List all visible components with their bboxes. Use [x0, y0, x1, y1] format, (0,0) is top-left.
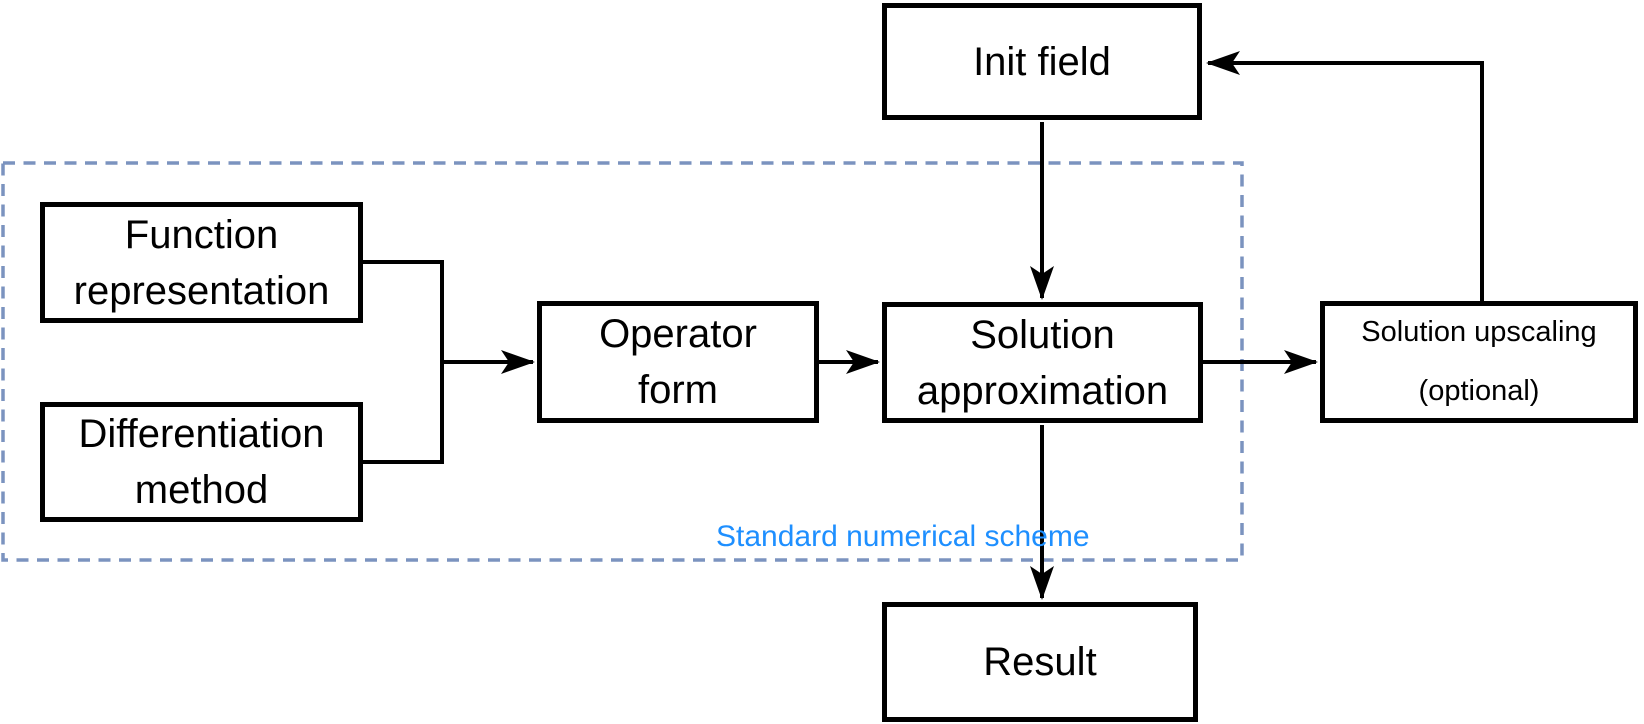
node-result: Result	[882, 602, 1198, 722]
node-solution-upscaling-label-line2: (optional)	[1418, 375, 1540, 407]
arrow-upscaling-feedback-to-init-field	[1206, 51, 1484, 301]
node-result-label: Result	[983, 640, 1097, 684]
node-function-representation-label-line1: Function	[124, 212, 279, 257]
node-init-field: Init field	[882, 3, 1202, 120]
scheme-boundary-label: Standard numerical scheme	[716, 520, 1090, 553]
node-differentiation-method-label-line2: method	[134, 468, 269, 512]
bracket-connector	[363, 260, 444, 464]
node-function-representation-label-line2: representation	[73, 268, 330, 313]
node-operator-form: Operator form	[537, 301, 819, 423]
node-init-field-label: Init field	[973, 39, 1111, 84]
node-operator-form-label-line2: form	[638, 368, 718, 412]
node-operator-form-label-line1: Operator	[599, 312, 757, 356]
node-solution-approximation-label-line2: approximation	[916, 368, 1169, 413]
node-differentiation-method: Differentiation method	[40, 402, 363, 522]
node-differentiation-method-label-line1: Differentiation	[78, 412, 325, 456]
node-solution-upscaling-label-line1: Solution upscaling	[1361, 315, 1597, 348]
node-solution-upscaling: Solution upscaling (optional)	[1320, 301, 1638, 423]
node-function-representation: Function representation	[40, 202, 363, 323]
node-solution-approximation-label-line1: Solution	[970, 312, 1115, 357]
node-solution-approximation: Solution approximation	[882, 302, 1203, 423]
